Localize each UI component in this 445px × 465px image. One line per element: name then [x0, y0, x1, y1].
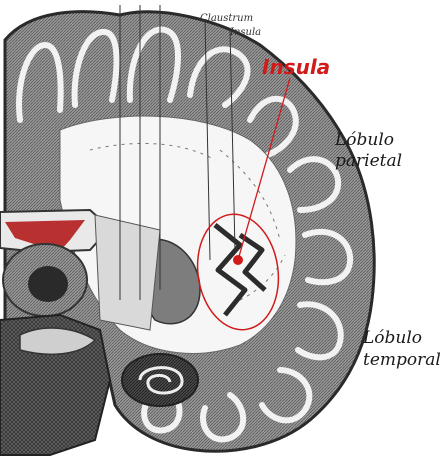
thalamus-inner [28, 266, 68, 302]
parietal-lobe-label-line2: parietal [335, 153, 402, 170]
parietal-lobe-label-line1: Lóbulo [335, 132, 394, 149]
claustrum-label: Claustrum [200, 14, 253, 24]
insula-main-label: Insula [262, 57, 330, 77]
insula-small-label: Insula [230, 28, 261, 38]
temporal-lobe-label-line2: temporal [363, 352, 441, 369]
hippocampus [122, 354, 198, 406]
temporal-lobe-label-line1: Lóbulo [363, 330, 422, 347]
internal-capsule [95, 215, 160, 330]
